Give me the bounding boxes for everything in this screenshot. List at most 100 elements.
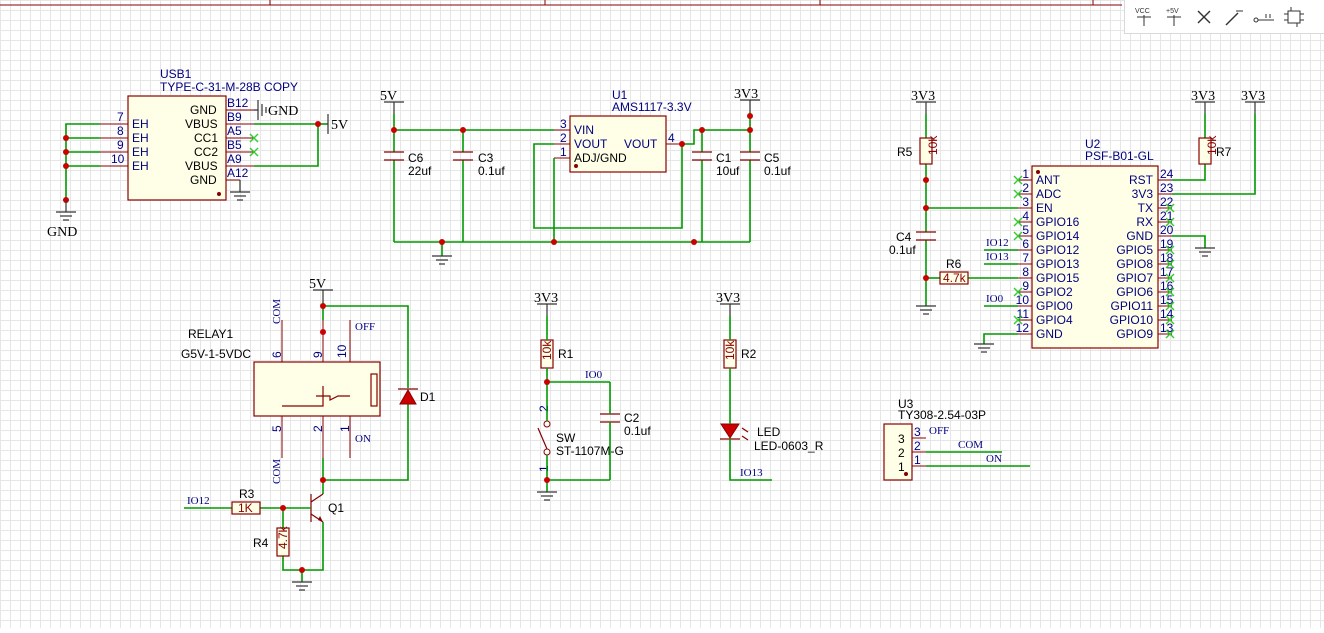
- u1-regulator[interactable]: U1 AMS1117-3.3V VIN VOUT ADJ/GND VOUT 3 …: [554, 88, 692, 173]
- net-label-io12[interactable]: IO12: [187, 495, 210, 507]
- u2-part: PSF-B01-GL: [1085, 149, 1154, 163]
- u2-pin-name: GPIO8: [1116, 257, 1153, 271]
- resistor-r1[interactable]: 10k R1: [540, 339, 574, 369]
- usb1-pin-num: A5: [227, 124, 242, 138]
- u2-pin[interactable]: 5 GPIO14: [1013, 223, 1080, 243]
- u2-pin-num: 23: [1160, 181, 1174, 195]
- capacitor-c1[interactable]: C1 10uf: [692, 151, 740, 178]
- net-label-icon: [1253, 13, 1274, 22]
- resistor-r6[interactable]: 4.7k R6: [939, 257, 969, 285]
- net-label-io0[interactable]: IO0: [585, 369, 603, 381]
- u2-right-pins: 24RST233V322TX21RX20GND19GPIO518GPIO817G…: [1110, 167, 1175, 341]
- u3-wires: [926, 451, 1030, 467]
- capacitor-c3[interactable]: C3 0.1uf: [453, 151, 505, 178]
- c1-val: 10uf: [716, 164, 740, 178]
- u2-pin-num: 9: [1022, 279, 1029, 293]
- led-ref: LED: [757, 425, 781, 439]
- resistor-r4[interactable]: 4.7k R4: [253, 525, 290, 557]
- switch-sw[interactable]: 2 1 SW ST-1107M-G: [537, 405, 624, 472]
- u3-connector[interactable]: U3 TY308-2.54-03P 3 2 1 3 2 1: [883, 397, 986, 481]
- resistor-r3[interactable]: 1K R3: [231, 487, 261, 515]
- u2-pin-name: GPIO15: [1036, 271, 1080, 285]
- u1-designator: U1: [612, 88, 628, 102]
- u2-pin-name: GPIO14: [1036, 229, 1080, 243]
- net-label-io13[interactable]: IO13: [986, 251, 1009, 263]
- capacitor-c6[interactable]: C6 22uf: [384, 151, 432, 178]
- relay1-com-bottom: COM: [271, 459, 283, 484]
- wire-tool[interactable]: [1223, 5, 1245, 29]
- usb1-part: TYPE-C-31-M-28B COPY: [160, 80, 298, 94]
- resistor-r5[interactable]: 10k R5: [897, 135, 940, 165]
- capacitor-c4[interactable]: C4 0.1uf: [889, 230, 936, 257]
- r3-val: 1K: [238, 501, 253, 515]
- net-label-tool[interactable]: [1253, 5, 1275, 29]
- r1-val: 10k: [540, 340, 554, 360]
- relay1-pin-num: 6: [270, 351, 284, 358]
- no-connect-flag-icon: [249, 133, 259, 157]
- gnd-symbol: [432, 255, 452, 265]
- v3v3-power-port: 3V3: [716, 291, 740, 316]
- c1-ref: C1: [716, 151, 732, 165]
- resistor-r7[interactable]: 10k R7: [1198, 135, 1232, 165]
- no-connect-tool[interactable]: [1193, 5, 1215, 29]
- capacitor-c2[interactable]: C2 0.1uf: [600, 411, 651, 438]
- usb1-connector[interactable]: USB1 TYPE-C-31-M-28B COPY GND VBUS CC1 C…: [100, 67, 298, 201]
- u2-pin-num: 5: [1022, 223, 1029, 237]
- net-label-io0[interactable]: IO0: [986, 293, 1004, 305]
- u2-pin-num: 1: [1022, 167, 1029, 181]
- v5-label: 5V: [331, 118, 348, 133]
- net-label-io12[interactable]: IO12: [986, 237, 1009, 249]
- pin-array-tool[interactable]: [1283, 5, 1305, 29]
- u2-pin-name: EN: [1036, 201, 1053, 215]
- q1-ref: Q1: [328, 501, 344, 515]
- io13-label: IO13: [740, 467, 763, 479]
- vcc-power-port-tool[interactable]: VCC: [1133, 5, 1155, 29]
- relay1[interactable]: RELAY1 G5V-1-5VDC 6 9 10 5 2 1 COM COM O…: [181, 299, 381, 484]
- net-label-io13[interactable]: IO13: [740, 467, 763, 479]
- plus5v-tool-label: +5V: [1166, 8, 1179, 15]
- plus5v-power-port-tool[interactable]: +5V: [1163, 5, 1185, 29]
- transistor-q1[interactable]: Q1: [310, 493, 344, 523]
- diode-d1[interactable]: D1: [398, 388, 436, 405]
- u3-designator: U3: [898, 397, 914, 411]
- u2-pin-num: 19: [1160, 237, 1174, 251]
- usb1-pin-num: B9: [227, 110, 242, 124]
- u3-pin-num: 1: [898, 460, 905, 474]
- gnd-label: GND: [47, 225, 77, 240]
- usb1-pin-num: 7: [117, 110, 124, 124]
- c5-val: 0.1uf: [764, 164, 791, 178]
- c2-ref: C2: [624, 411, 640, 425]
- led[interactable]: LED LED-0603_R: [720, 423, 824, 453]
- r1-ref: R1: [558, 347, 574, 361]
- capacitor-c5[interactable]: C5 0.1uf: [740, 151, 791, 178]
- resistor-r2[interactable]: 10k R2: [723, 339, 757, 369]
- r6-ref: R6: [946, 257, 962, 271]
